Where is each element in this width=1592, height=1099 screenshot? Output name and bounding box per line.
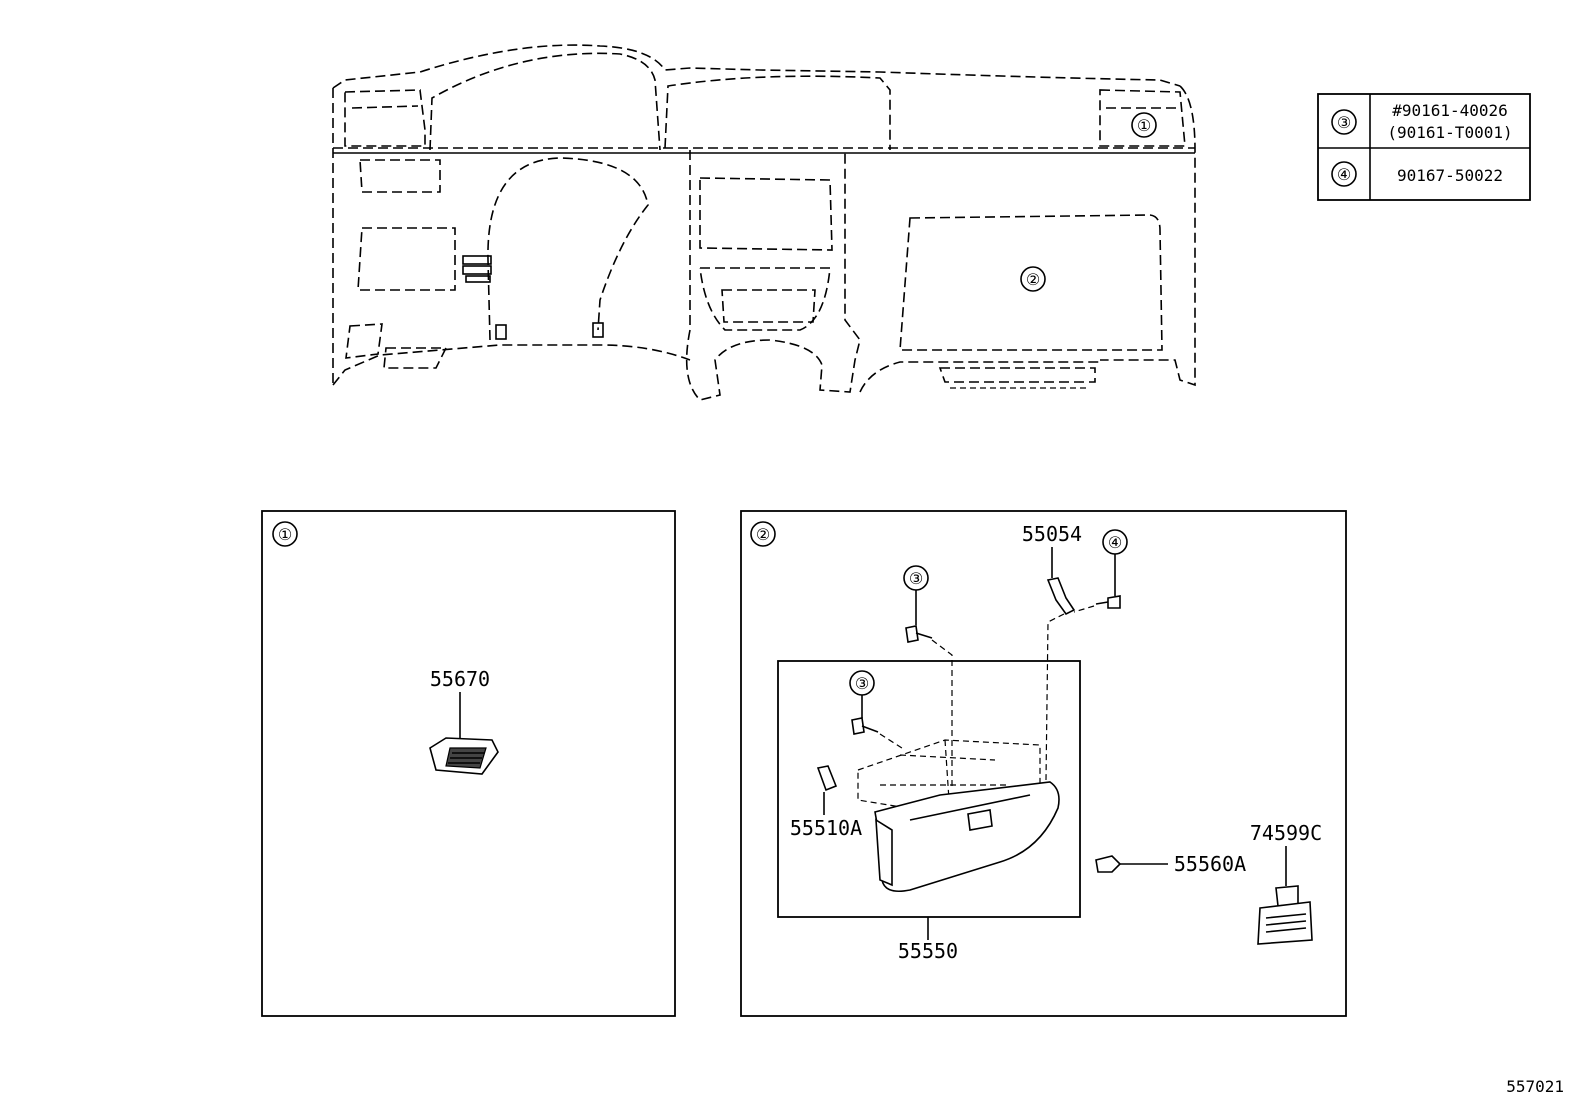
part-number-55510A: 55510A <box>790 816 862 840</box>
screw-3-inner-label: ③ <box>855 674 869 693</box>
part-number-55560A: 55560A <box>1174 852 1246 876</box>
side-register-vent-part <box>429 737 499 775</box>
glove-box-assembly-frame <box>777 660 1081 918</box>
panel-2-callout: ② <box>750 521 776 547</box>
screw-callout-4: ④ <box>1073 529 1128 613</box>
legend-row-3-alt-part-number: (90161-T0001) <box>1387 123 1512 142</box>
screw-4-label: ④ <box>1108 533 1122 552</box>
part-number-55054: 55054 <box>1022 522 1082 546</box>
part-number-55550: 55550 <box>898 939 958 963</box>
legend-row-3-callout: ③ <box>1337 113 1351 132</box>
detail-panel-2: ② ③ 55054 ④ <box>740 510 1347 1017</box>
caution-label-74599C: 74599C <box>1250 821 1322 945</box>
callout-1-label: ① <box>1137 116 1151 135</box>
legend-row-3-part-number: #90161-40026 <box>1392 101 1508 120</box>
glove-box-door-55550 <box>874 781 1060 893</box>
legend-row-4-callout: ④ <box>1337 165 1351 184</box>
screw-3-upper-label: ③ <box>909 569 923 588</box>
damper-55560A: 55560A <box>1095 852 1246 876</box>
part-number-55670: 55670 <box>430 667 490 691</box>
diagram-id: 557021 <box>1506 1077 1564 1096</box>
fastener-legend-table: ③ #90161-40026 (90161-T0001) ④ 90167-500… <box>1317 93 1531 201</box>
overview-callout-2: ② <box>1020 266 1046 292</box>
screw-callout-3-inner: ③ <box>849 670 906 751</box>
detail-panel-1: ① 55670 <box>261 510 676 1017</box>
screw-callout-3-upper: ③ <box>903 565 953 790</box>
overview-callout-1: ① <box>1131 112 1157 138</box>
panel-1-callout: ① <box>272 521 298 547</box>
legend-row-4: ④ 90167-50022 <box>1331 161 1503 187</box>
instrument-panel-overview: ① ② <box>332 44 1196 401</box>
lock-55510A: 55510A <box>790 765 862 840</box>
callout-2-label: ② <box>1026 270 1040 289</box>
bracket-55054: 55054 <box>1022 522 1082 781</box>
part-number-74599C: 74599C <box>1250 821 1322 845</box>
legend-row-4-part-number: 90167-50022 <box>1397 166 1503 185</box>
legend-row-3: ③ #90161-40026 (90161-T0001) <box>1331 101 1513 142</box>
panel-1-callout-label: ① <box>278 525 292 544</box>
panel-2-callout-label: ② <box>756 525 770 544</box>
